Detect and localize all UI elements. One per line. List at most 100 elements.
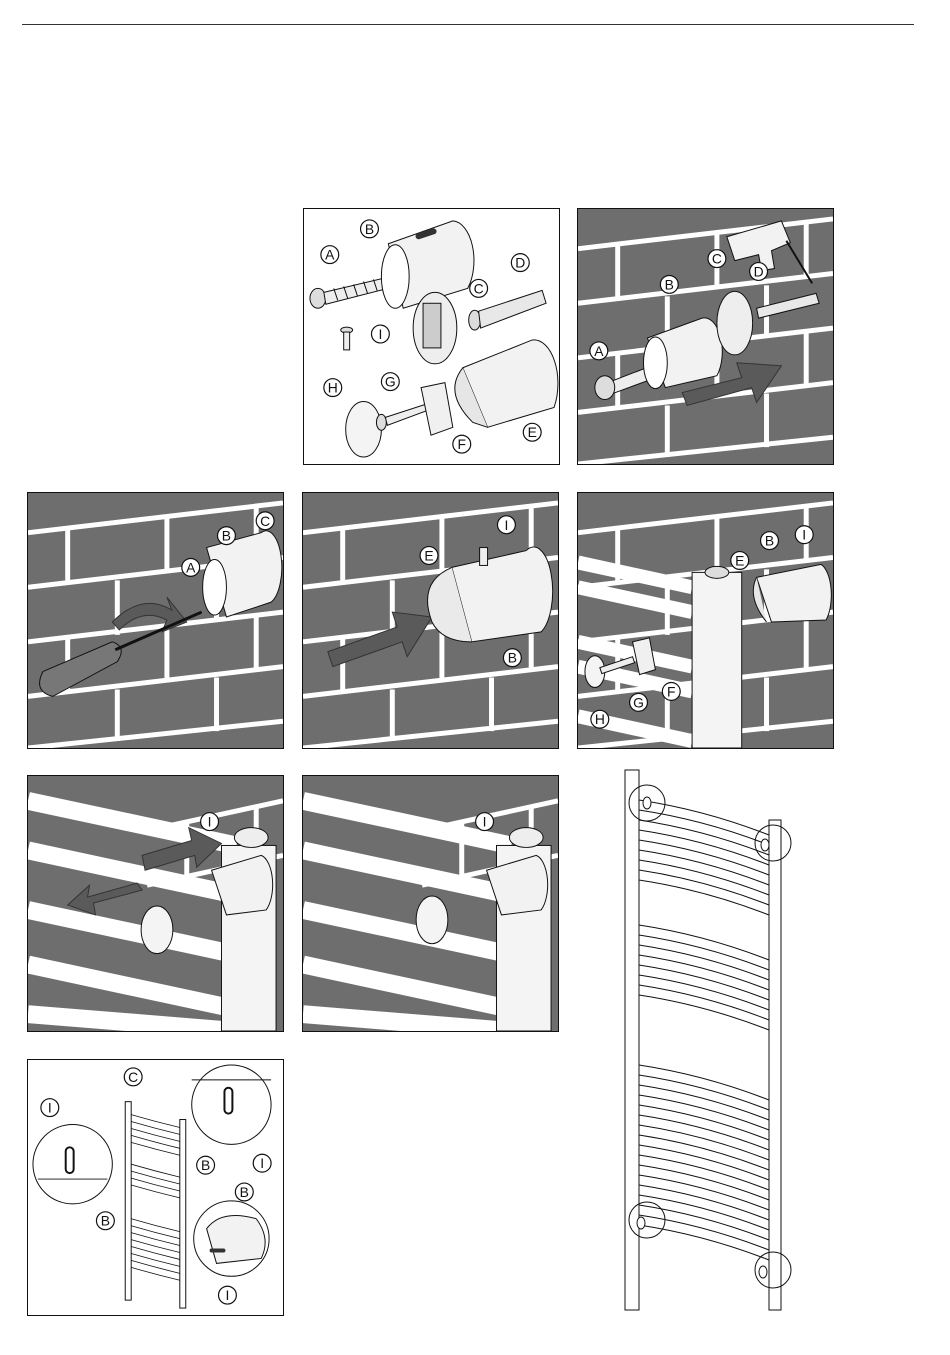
- svg-text:A: A: [325, 247, 335, 263]
- label-b: B: [761, 532, 779, 550]
- label-f: F: [453, 435, 471, 453]
- svg-text:C: C: [260, 513, 270, 529]
- right-upright: [180, 1120, 186, 1309]
- label-g: G: [381, 373, 399, 391]
- screw-bracket-illustration: C B A: [28, 493, 283, 748]
- label-d: D: [750, 263, 768, 281]
- grub-screw-i: [480, 548, 488, 566]
- zoom-circle-left: [33, 1124, 112, 1203]
- panel-adjust-position: I: [27, 775, 284, 1032]
- label-a: A: [590, 342, 608, 360]
- svg-text:I: I: [504, 517, 508, 533]
- svg-text:C: C: [474, 280, 484, 296]
- panel-drill-and-plug: C D B A: [577, 208, 834, 465]
- left-upright: [625, 770, 639, 1310]
- attach-radiator-illustration: E B I F G H: [578, 493, 833, 748]
- wall-plate-c: [413, 292, 457, 363]
- label-i: I: [476, 813, 494, 831]
- svg-text:C: C: [712, 251, 722, 267]
- svg-text:B: B: [101, 1213, 110, 1229]
- plate-c: [717, 291, 753, 355]
- label-i-left: I: [41, 1099, 59, 1117]
- svg-text:B: B: [765, 533, 774, 549]
- header-rule: [22, 24, 914, 25]
- svg-text:B: B: [240, 1184, 249, 1200]
- svg-text:I: I: [48, 1100, 52, 1116]
- label-b: B: [218, 527, 236, 545]
- label-b-left: B: [96, 1212, 114, 1230]
- label-b-top-right: B: [197, 1156, 215, 1174]
- svg-text:A: A: [186, 559, 196, 575]
- panel-attach-radiator: E B I F G H: [577, 492, 834, 749]
- label-i: I: [497, 516, 515, 534]
- label-c: C: [708, 250, 726, 268]
- svg-text:E: E: [424, 548, 433, 564]
- right-upright: [769, 820, 781, 1310]
- label-b: B: [361, 220, 379, 238]
- label-i-bottom-right: I: [219, 1286, 237, 1304]
- svg-text:G: G: [633, 694, 644, 710]
- svg-text:E: E: [735, 552, 744, 568]
- svg-text:G: G: [385, 374, 396, 390]
- panel-push-sleeve: I E B: [302, 492, 559, 749]
- panel-parts-overview: B A D C I G H F E: [303, 208, 560, 465]
- label-g: G: [630, 693, 648, 711]
- svg-text:I: I: [208, 814, 212, 830]
- panel-radiator-overview: C I B B I B I: [27, 1059, 284, 1316]
- push-sleeve-illustration: I E B: [303, 493, 558, 748]
- adjust-position-illustration: I: [28, 776, 283, 1031]
- panel-secure-screw: I: [302, 775, 559, 1032]
- cover-sleeve-e: [455, 340, 558, 427]
- svg-text:B: B: [222, 528, 231, 544]
- radiator-tubes: [131, 1115, 180, 1281]
- svg-text:I: I: [483, 814, 487, 830]
- svg-text:B: B: [201, 1157, 210, 1173]
- svg-text:F: F: [667, 683, 675, 699]
- left-upright: [125, 1102, 131, 1300]
- label-a: A: [321, 246, 339, 264]
- screw-g: [376, 403, 430, 430]
- svg-text:E: E: [528, 424, 537, 440]
- secure-screw-illustration: I: [303, 776, 558, 1031]
- svg-text:D: D: [515, 255, 525, 271]
- label-i-top-right: I: [253, 1154, 271, 1172]
- label-b: B: [503, 649, 521, 667]
- svg-text:I: I: [226, 1287, 230, 1303]
- svg-text:B: B: [665, 276, 674, 292]
- cover-cap-h: [346, 401, 382, 457]
- radiator-drawing: [605, 765, 805, 1315]
- panel-screw-bracket: C B A: [27, 492, 284, 749]
- radiator-tubes: [639, 800, 769, 1260]
- svg-text:I: I: [378, 326, 382, 342]
- svg-text:H: H: [595, 711, 605, 727]
- zoom-circle-top-right: [192, 1065, 271, 1144]
- zoom-circle-bottom-right: [194, 1201, 269, 1276]
- radiator-upright: [692, 572, 742, 748]
- large-radiator-illustration: [605, 765, 805, 1315]
- flange-f: [421, 383, 453, 436]
- label-i: I: [201, 813, 219, 831]
- valve-knob: [416, 896, 448, 944]
- svg-text:A: A: [594, 343, 604, 359]
- svg-text:B: B: [508, 650, 517, 666]
- radiator-overview-illustration: C I B B I B I: [28, 1060, 283, 1315]
- grub-screw-i: [341, 327, 353, 350]
- svg-text:C: C: [128, 1069, 138, 1085]
- label-e: E: [731, 552, 749, 570]
- svg-text:B: B: [365, 221, 374, 237]
- label-i: I: [795, 526, 813, 544]
- drill-and-plug-illustration: C D B A: [578, 209, 833, 464]
- label-b: B: [660, 275, 678, 293]
- label-f: F: [662, 683, 680, 701]
- label-c: C: [470, 279, 488, 297]
- parts-overview-illustration: B A D C I G H F E: [304, 209, 559, 464]
- label-a: A: [182, 558, 200, 576]
- label-c: C: [124, 1068, 142, 1086]
- svg-text:I: I: [802, 527, 806, 543]
- label-d: D: [511, 254, 529, 272]
- svg-text:I: I: [260, 1155, 264, 1171]
- label-c: C: [256, 512, 274, 530]
- label-e: E: [420, 547, 438, 565]
- valve-knob: [141, 906, 173, 954]
- label-i: I: [371, 325, 389, 343]
